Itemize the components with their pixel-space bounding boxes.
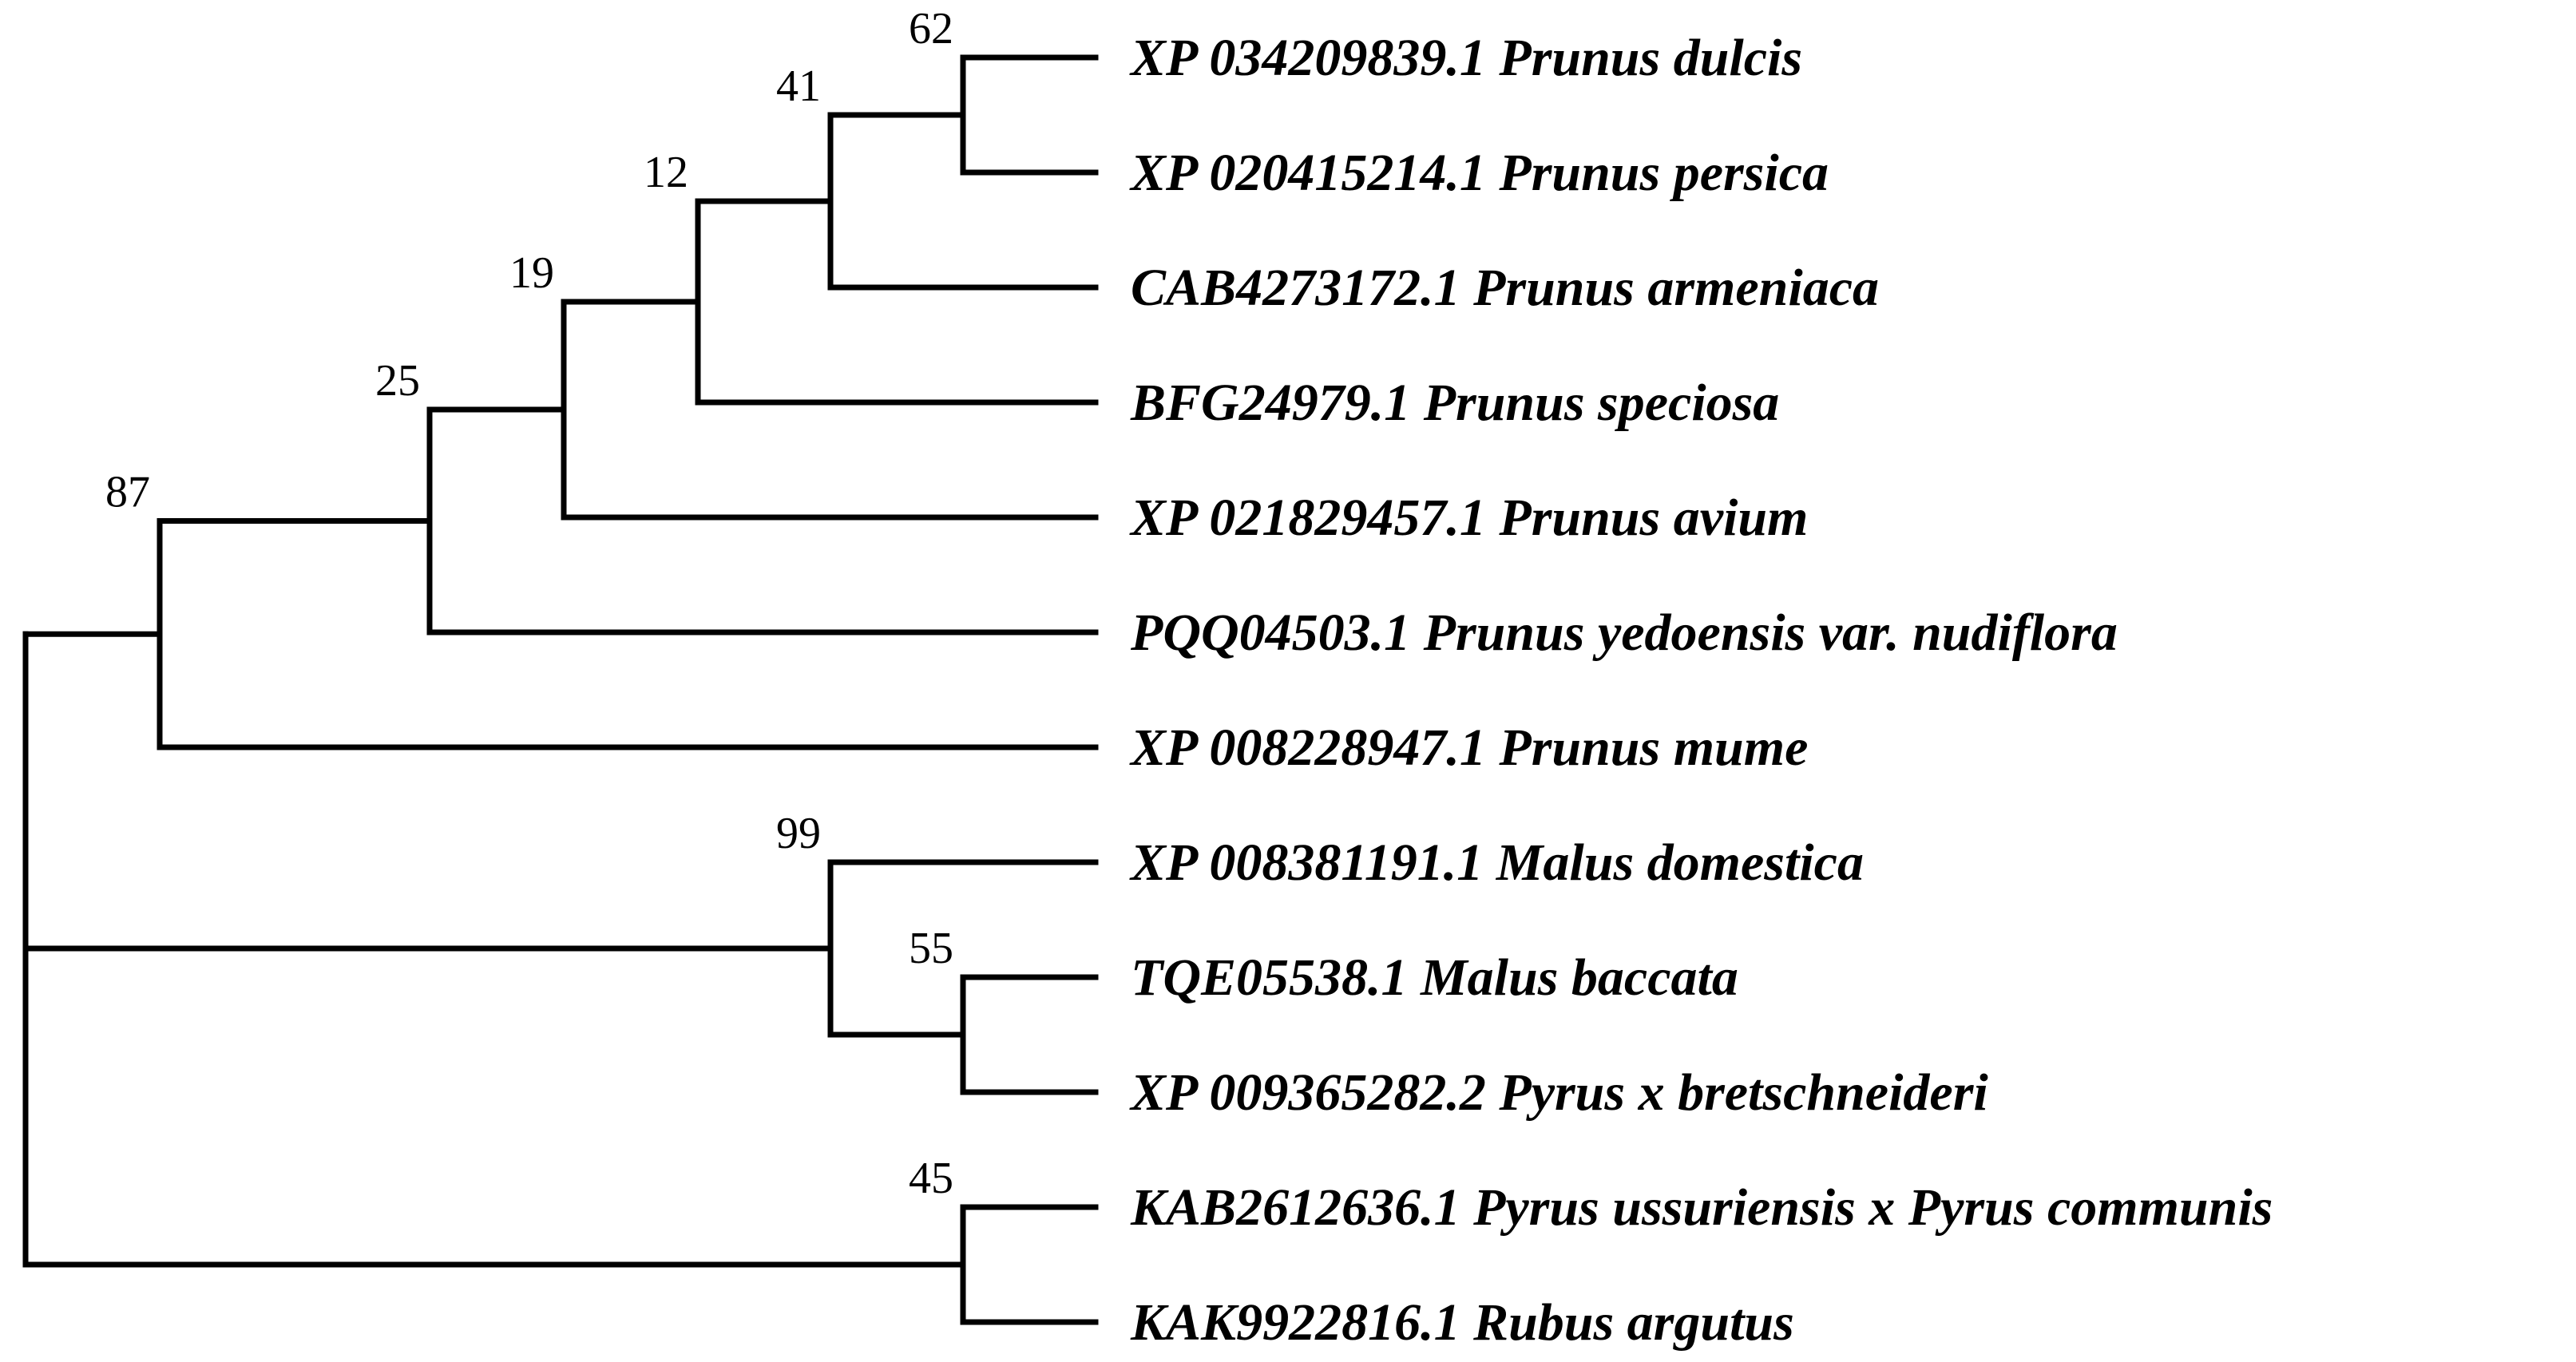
taxon-label: BFG24979.1 Prunus speciosa [1130,374,1779,432]
bootstrap-value: 99 [776,809,821,858]
taxon-label: XP 008228947.1 Prunus mume [1129,719,1808,777]
taxon-label: XP 034209839.1 Prunus dulcis [1129,29,1802,87]
bootstrap-value: 12 [644,148,688,197]
taxon-label: XP 009365282.2 Pyrus x bretschneideri [1129,1063,1988,1122]
bootstrap-values: 62 41 12 19 25 87 55 99 45 [105,4,953,1203]
bootstrap-value: 62 [909,4,953,53]
bootstrap-value: 19 [509,248,554,298]
bootstrap-value: 25 [375,356,420,406]
taxon-label: KAK9922816.1 Rubus argutus [1130,1293,1794,1352]
tree-branches [22,54,1099,1325]
bootstrap-value: 45 [909,1154,953,1203]
taxon-label: XP 021829457.1 Prunus avium [1129,489,1808,547]
taxon-label: CAB4273172.1 Prunus armeniaca [1131,259,1879,317]
taxon-label: XP 020415214.1 Prunus persica [1129,144,1829,202]
taxon-labels: XP 034209839.1 Prunus dulcis XP 020415214… [1129,29,2273,1352]
taxon-label: KAB2612636.1 Pyrus ussuriensis x Pyrus c… [1130,1178,2273,1237]
taxon-label: TQE05538.1 Malus baccata [1131,948,1738,1007]
bootstrap-value: 41 [776,61,821,111]
taxon-label: XP 008381191.1 Malus domestica [1129,833,1864,892]
bootstrap-value: 55 [909,924,953,973]
bootstrap-value: 87 [105,468,150,517]
taxon-label: PQQ04503.1 Prunus yedoensis var. nudiflo… [1130,604,2118,662]
